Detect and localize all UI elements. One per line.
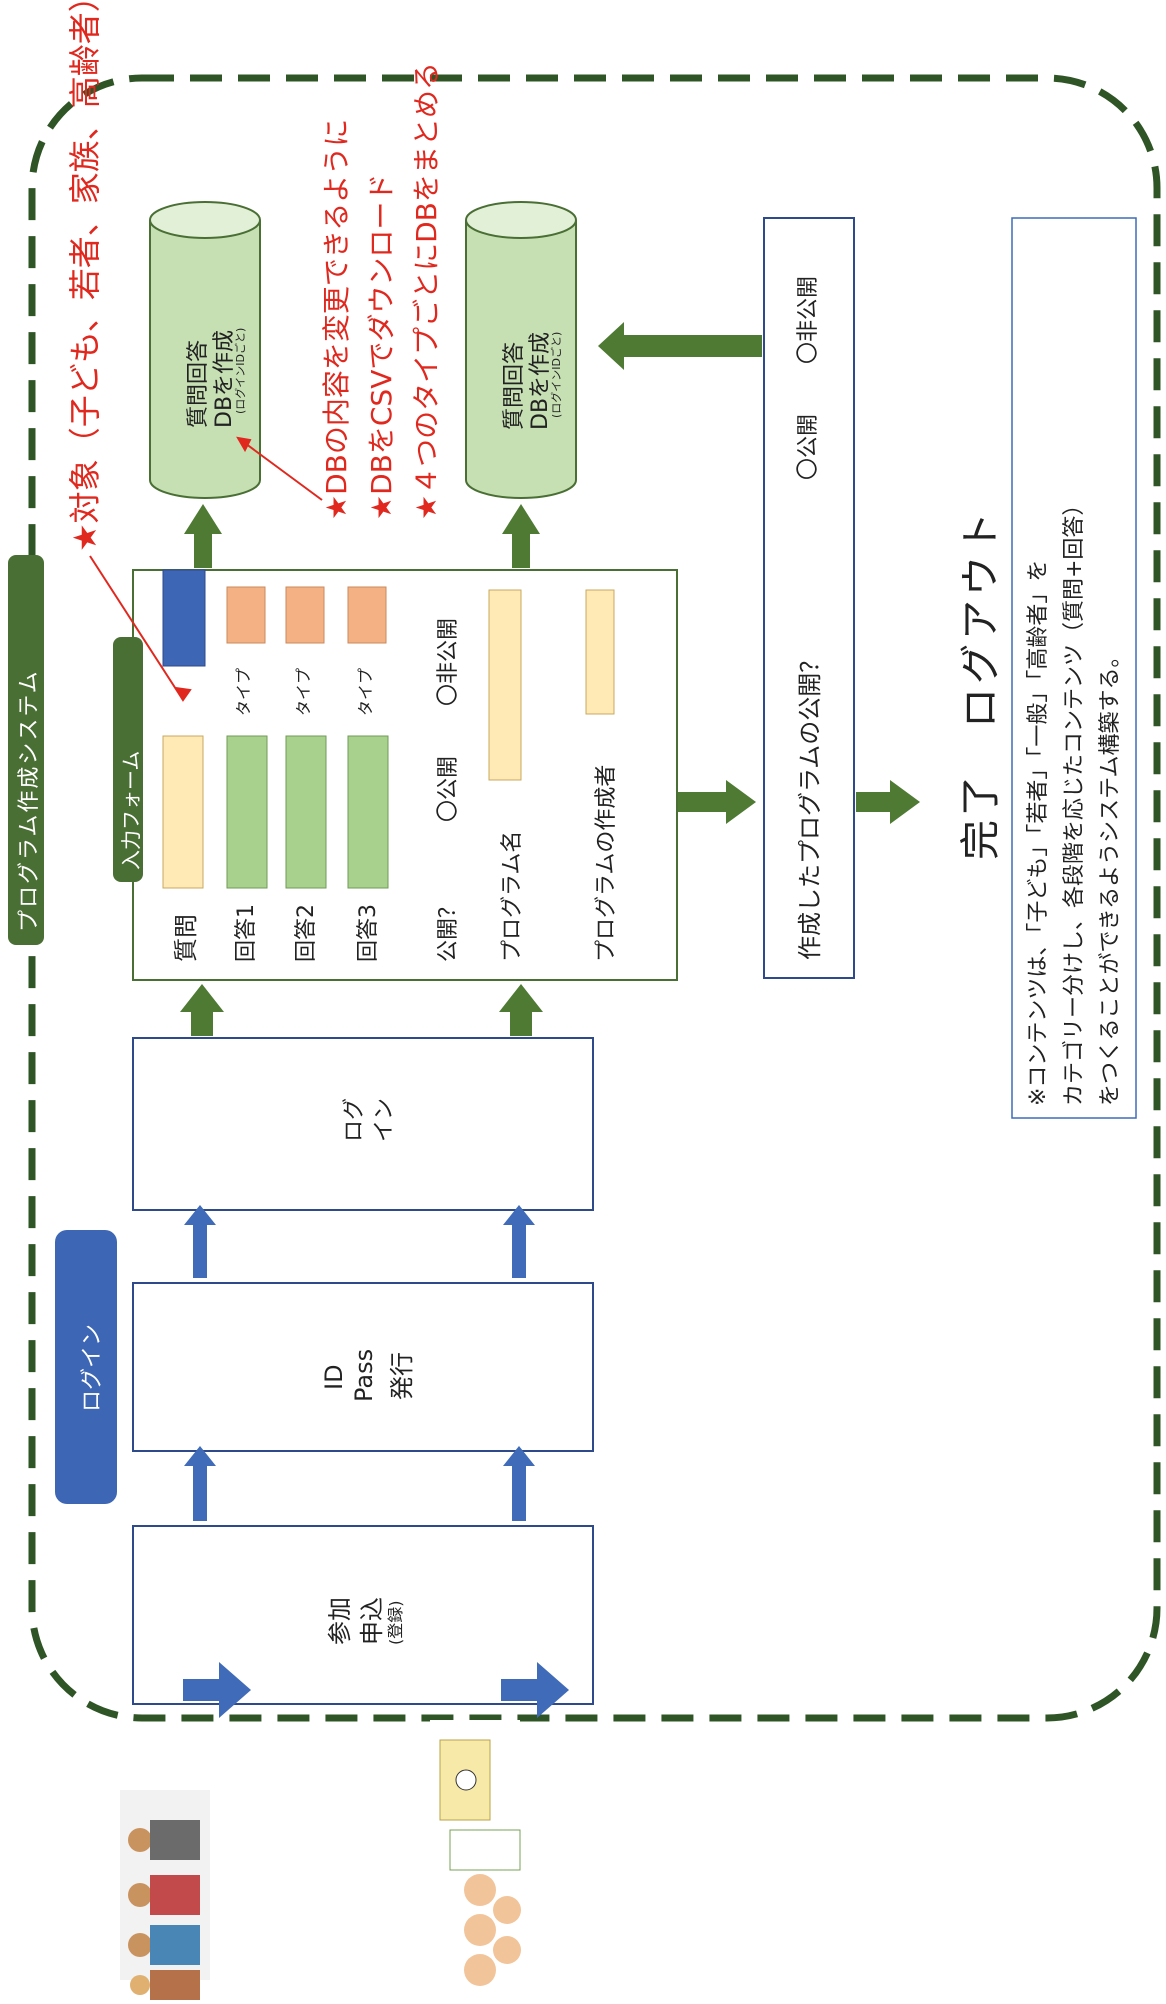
type2-label: タイプ — [294, 667, 313, 716]
login-line1: ログ — [342, 1097, 367, 1142]
green-form-arrows — [180, 984, 543, 1036]
private-option[interactable]: 〇非公開 — [436, 617, 461, 706]
login-box — [132, 1037, 594, 1211]
answer2-field — [285, 735, 327, 889]
blue-arrows — [183, 1662, 569, 1718]
answer3-label: 回答3 — [356, 904, 381, 962]
issue-line2: Pass — [350, 1348, 378, 1402]
program-author-label: プログラムの作成者 — [594, 764, 619, 962]
green-right-arrows — [678, 780, 920, 824]
type2-field — [285, 586, 325, 644]
program-name-field — [488, 589, 522, 781]
note-edit-db: ★DBの内容を変更できるように — [320, 118, 353, 520]
arrow-apply-from-person — [183, 1662, 251, 1718]
step-arrows — [184, 1205, 535, 1521]
system-tab — [8, 555, 44, 945]
question-label: 質問 — [172, 914, 200, 962]
program-name-label: プログラム名 — [500, 830, 525, 962]
form-tab-label: 入力フォーム — [119, 750, 143, 870]
note-csv: ★DBをCSVでダウンロード — [365, 173, 398, 520]
system-boundary — [28, 74, 1161, 1722]
form-tab — [113, 637, 143, 882]
apply-line3: (登録) — [386, 1600, 405, 1646]
publish-question: 作成したプログラムの公開？ — [796, 648, 824, 960]
login-tab — [55, 1230, 117, 1504]
green-left-arrow — [598, 322, 762, 370]
login-line2: イン — [372, 1097, 397, 1142]
publish-public-option[interactable]: 〇公開 — [796, 413, 821, 480]
note-target: ★対象（子ども、若者、家族、高齢者） — [66, 0, 104, 552]
publish-box — [763, 217, 855, 979]
public-question-label: 公開？ — [436, 895, 461, 962]
type1-label: タイプ — [234, 667, 253, 716]
done-logout: 完了 ログアウト — [958, 508, 1004, 860]
publish-private-option[interactable]: 〇非公開 — [796, 275, 821, 364]
type3-field — [347, 586, 387, 644]
type1-field — [226, 586, 266, 644]
login-tab-label: ログイン — [80, 1323, 105, 1412]
issue-box — [132, 1282, 594, 1452]
public-option[interactable]: 〇公開 — [436, 755, 461, 822]
db-top-line3: (ログインIDごと) — [234, 327, 247, 414]
footnote-line2: カテゴリー分けし、各段階を応じたコンテンツ（質問+回答） — [1062, 493, 1087, 1106]
people-illustration — [120, 1790, 210, 2000]
red-pointers — [89, 436, 323, 702]
system-label: プログラム作成システム — [17, 669, 42, 932]
question-field — [162, 735, 204, 889]
footnote-line3: をつくることができるようシステム構築する。 — [1098, 645, 1123, 1106]
footnote-line1: ※コンテンツは、「子ども」「若者」「一般」「高齢者」を — [1026, 559, 1051, 1106]
footnote-box — [1011, 217, 1137, 1119]
db-bottom-line3: (ログインIDごと) — [550, 331, 563, 418]
type3-label: タイプ — [356, 667, 375, 716]
db-top — [149, 201, 262, 499]
apply-line1: 参加 — [326, 1597, 354, 1645]
school-illustration — [430, 1720, 521, 1986]
issue-line3: 発行 — [388, 1352, 416, 1400]
apply-box — [132, 1525, 594, 1705]
blue-block — [162, 569, 206, 667]
issue-line1: ID — [320, 1364, 348, 1390]
answer1-field — [226, 735, 268, 889]
green-db-arrows — [184, 504, 540, 568]
answer1-label: 回答1 — [234, 904, 259, 962]
db-bottom — [465, 201, 578, 499]
answer3-field — [347, 735, 389, 889]
arrow-apply-from-school — [501, 1662, 569, 1718]
answer2-label: 回答2 — [294, 904, 319, 962]
note-types: ★４つのタイプごとにDBをまとめる — [410, 62, 443, 520]
program-author-field — [585, 589, 615, 715]
